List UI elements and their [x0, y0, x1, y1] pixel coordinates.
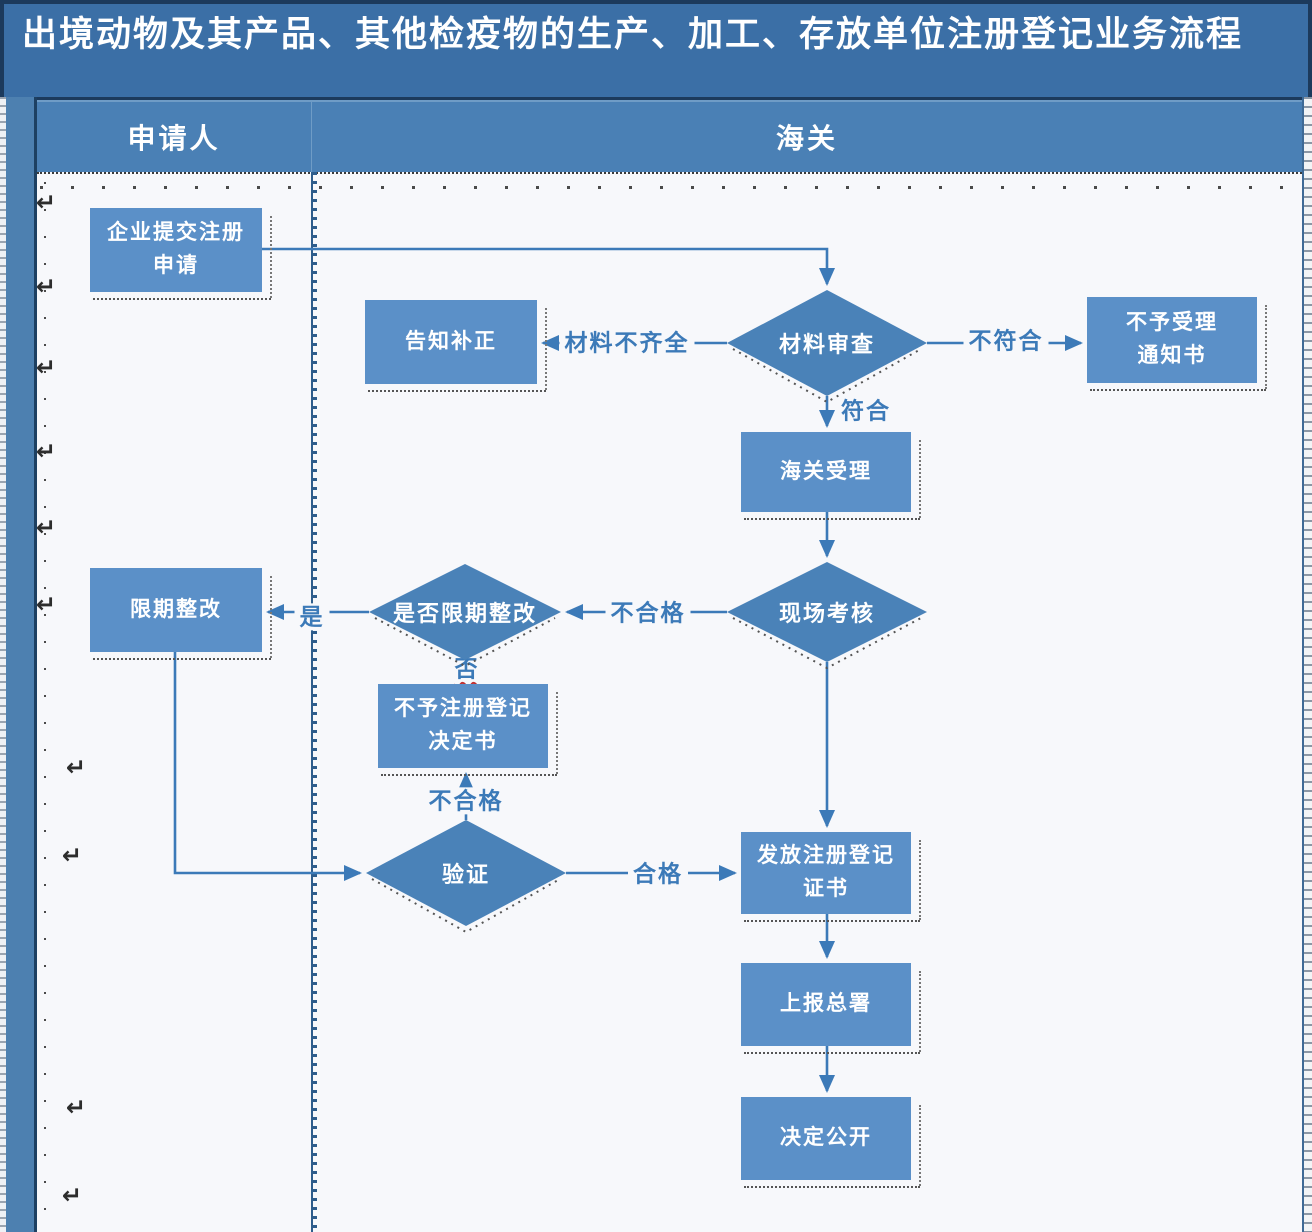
node-issue-certificate: 发放注册登记 证书: [741, 832, 921, 922]
edge-label-conform: 符合: [836, 397, 896, 425]
node-verification: 验证: [366, 820, 566, 934]
right-edge-strip: [1302, 97, 1312, 1232]
node-deadline-rectify-question: 是否限期整改: [369, 564, 561, 668]
node-no-registration-decision: 不予注册登记 决定书: [378, 684, 558, 776]
node-rectify-deadline: 限期整改: [90, 568, 272, 660]
line-break-mark: ↵: [35, 354, 57, 382]
edge-label-no: 否: [449, 655, 485, 683]
title-bar: 出境动物及其产品、其他检疫物的生产、加工、存放单位注册登记业务流程: [0, 0, 1312, 100]
node-onsite-assessment: 现场考核: [727, 562, 927, 670]
node-submit-application: 企业提交注册 申请: [90, 208, 272, 300]
line-break-mark: ↵: [35, 273, 57, 301]
node-verification-label: 验证: [441, 862, 490, 887]
left-edge-strip: [0, 97, 6, 1232]
gridline-dots-top: [40, 186, 1298, 189]
lane-header-customs: 海关: [311, 102, 1302, 172]
edge-label-fail-onsite: 不合格: [605, 599, 691, 627]
line-break-mark: ↵: [35, 591, 57, 619]
node-material-review: 材料审查: [727, 290, 927, 404]
node-deadline-rectify-question-label: 是否限期整改: [392, 601, 537, 626]
line-break-mark: ↵: [65, 754, 87, 782]
edge-label-fail-verify: 不合格: [423, 787, 509, 815]
lane-applicant-label: 申请人: [127, 123, 221, 154]
node-decision-publish: 决定公开: [741, 1097, 921, 1188]
line-break-mark: ↵: [35, 438, 57, 466]
gridline-dots-left: [44, 182, 46, 1230]
lane-header-row: 申请人 海关: [37, 100, 1302, 172]
line-break-mark: ↵: [35, 514, 57, 542]
node-customs-accept: 海关受理: [741, 432, 921, 520]
lane-customs-label: 海关: [775, 123, 838, 154]
edge-label-not-conform: 不符合: [963, 327, 1049, 355]
edge-label-yes: 是: [294, 603, 330, 631]
line-break-mark: ↵: [65, 1094, 87, 1122]
node-report-headquarters: 上报总署: [741, 963, 921, 1054]
page-title: 出境动物及其产品、其他检疫物的生产、加工、存放单位注册登记业务流程: [22, 15, 1244, 54]
node-rejection-notice: 不予受理 通知书: [1087, 297, 1267, 391]
line-break-mark: ↵: [35, 189, 57, 217]
node-notify-correction: 告知补正: [365, 300, 547, 392]
lane-divider-line: [311, 172, 317, 1232]
node-material-review-label: 材料审查: [778, 332, 875, 357]
line-break-mark: ↵: [61, 842, 83, 870]
edge-label-pass: 合格: [628, 860, 688, 888]
edge-label-materials-incomplete: 材料不齐全: [559, 329, 695, 357]
node-onsite-assessment-label: 现场考核: [778, 601, 875, 626]
line-break-mark: ↵: [61, 1182, 83, 1210]
left-margin-bar: [6, 97, 37, 1232]
lane-header-applicant: 申请人: [37, 102, 311, 172]
